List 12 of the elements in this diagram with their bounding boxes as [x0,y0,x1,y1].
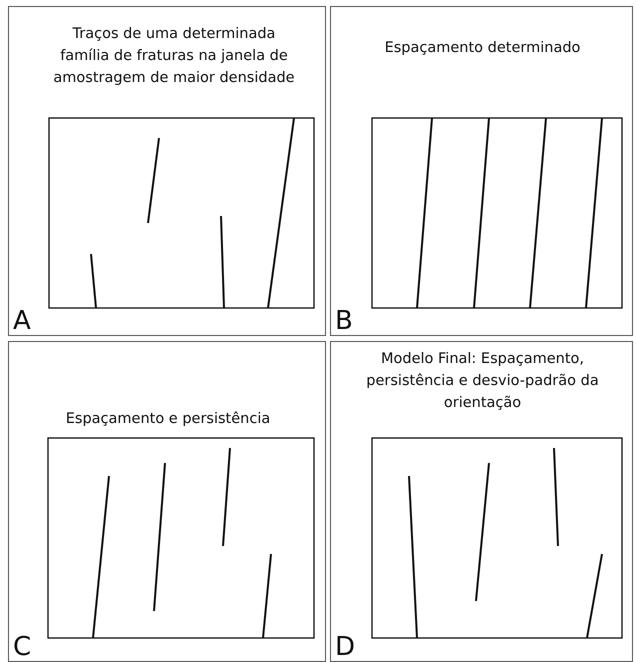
panel-title: Modelo Final: Espaçamento, persistência e desvio-padrão da orientação [365,350,600,413]
panel [8,6,326,336]
panel-letter: D [335,633,356,661]
panel-title: Espaçamento e persistência [64,410,272,429]
panel-letter: A [13,307,31,335]
panel [330,341,633,662]
panel-title: Traços de uma determinada família de fraturas na janela de amostragem de maior densidade [52,25,296,88]
panel-title: Espaçamento determinado [384,39,582,58]
panel-letter: B [335,307,353,335]
panel-letter: C [13,633,32,661]
panel [330,6,633,336]
panel [8,341,326,662]
